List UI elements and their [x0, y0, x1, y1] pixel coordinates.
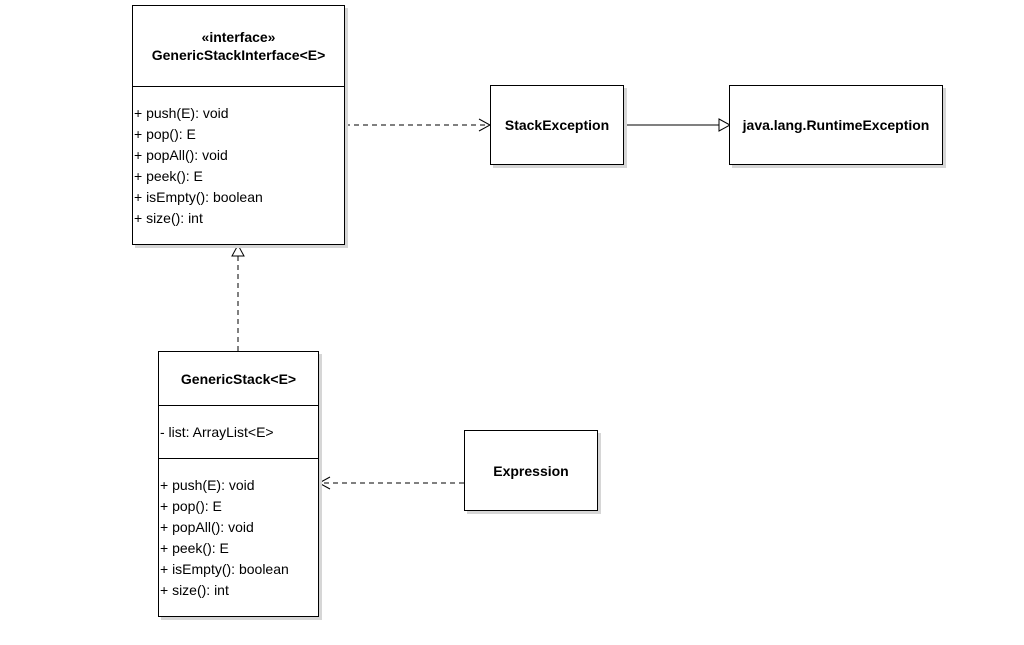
- stackexception-class-box[interactable]: StackException: [490, 85, 624, 165]
- expression-class-name: Expression: [493, 462, 569, 479]
- method-row: + pop(): E: [134, 126, 196, 142]
- method-row: + pop(): E: [160, 498, 222, 514]
- genericstack-methods-section: + push(E): void + pop(): E + popAll(): v…: [159, 458, 318, 601]
- method-row: + isEmpty(): boolean: [160, 561, 289, 577]
- hollow-triangle-arrowhead: [231, 243, 245, 257]
- attribute-row: - list: ArrayList<E>: [160, 423, 274, 440]
- genericstack-attributes-section: - list: ArrayList<E>: [159, 405, 318, 458]
- interface-stereotype: «interface»: [201, 29, 276, 45]
- interface-class-name: GenericStackInterface<E>: [151, 47, 326, 63]
- method-row: + push(E): void: [160, 477, 255, 493]
- expression-class-box[interactable]: Expression: [464, 430, 598, 511]
- method-row: + size(): int: [134, 210, 203, 226]
- runtimeexception-class-name: java.lang.RuntimeException: [742, 117, 930, 133]
- method-row: + popAll(): void: [160, 519, 254, 535]
- interface-class-header: «interface» GenericStackInterface<E>: [133, 6, 344, 86]
- interface-class-box[interactable]: «interface» GenericStackInterface<E> + p…: [132, 5, 345, 245]
- method-row: + peek(): E: [134, 168, 203, 184]
- genericstack-class-box[interactable]: GenericStack<E> - list: ArrayList<E> + p…: [158, 351, 319, 617]
- method-row: + isEmpty(): boolean: [134, 189, 263, 205]
- method-row: + size(): int: [160, 582, 229, 598]
- interface-methods-section: + push(E): void + pop(): E + popAll(): v…: [133, 86, 344, 229]
- method-row: + popAll(): void: [134, 147, 228, 163]
- method-row: + push(E): void: [134, 105, 229, 121]
- method-row: + peek(): E: [160, 540, 229, 556]
- hollow-triangle-arrowhead: [718, 118, 732, 132]
- genericstack-class-name: GenericStack<E>: [180, 370, 297, 387]
- stackexception-class-name: StackException: [504, 117, 610, 133]
- runtimeexception-class-box[interactable]: java.lang.RuntimeException: [729, 85, 943, 165]
- open-arrowhead: [317, 476, 331, 490]
- genericstack-class-header: GenericStack<E>: [159, 352, 318, 405]
